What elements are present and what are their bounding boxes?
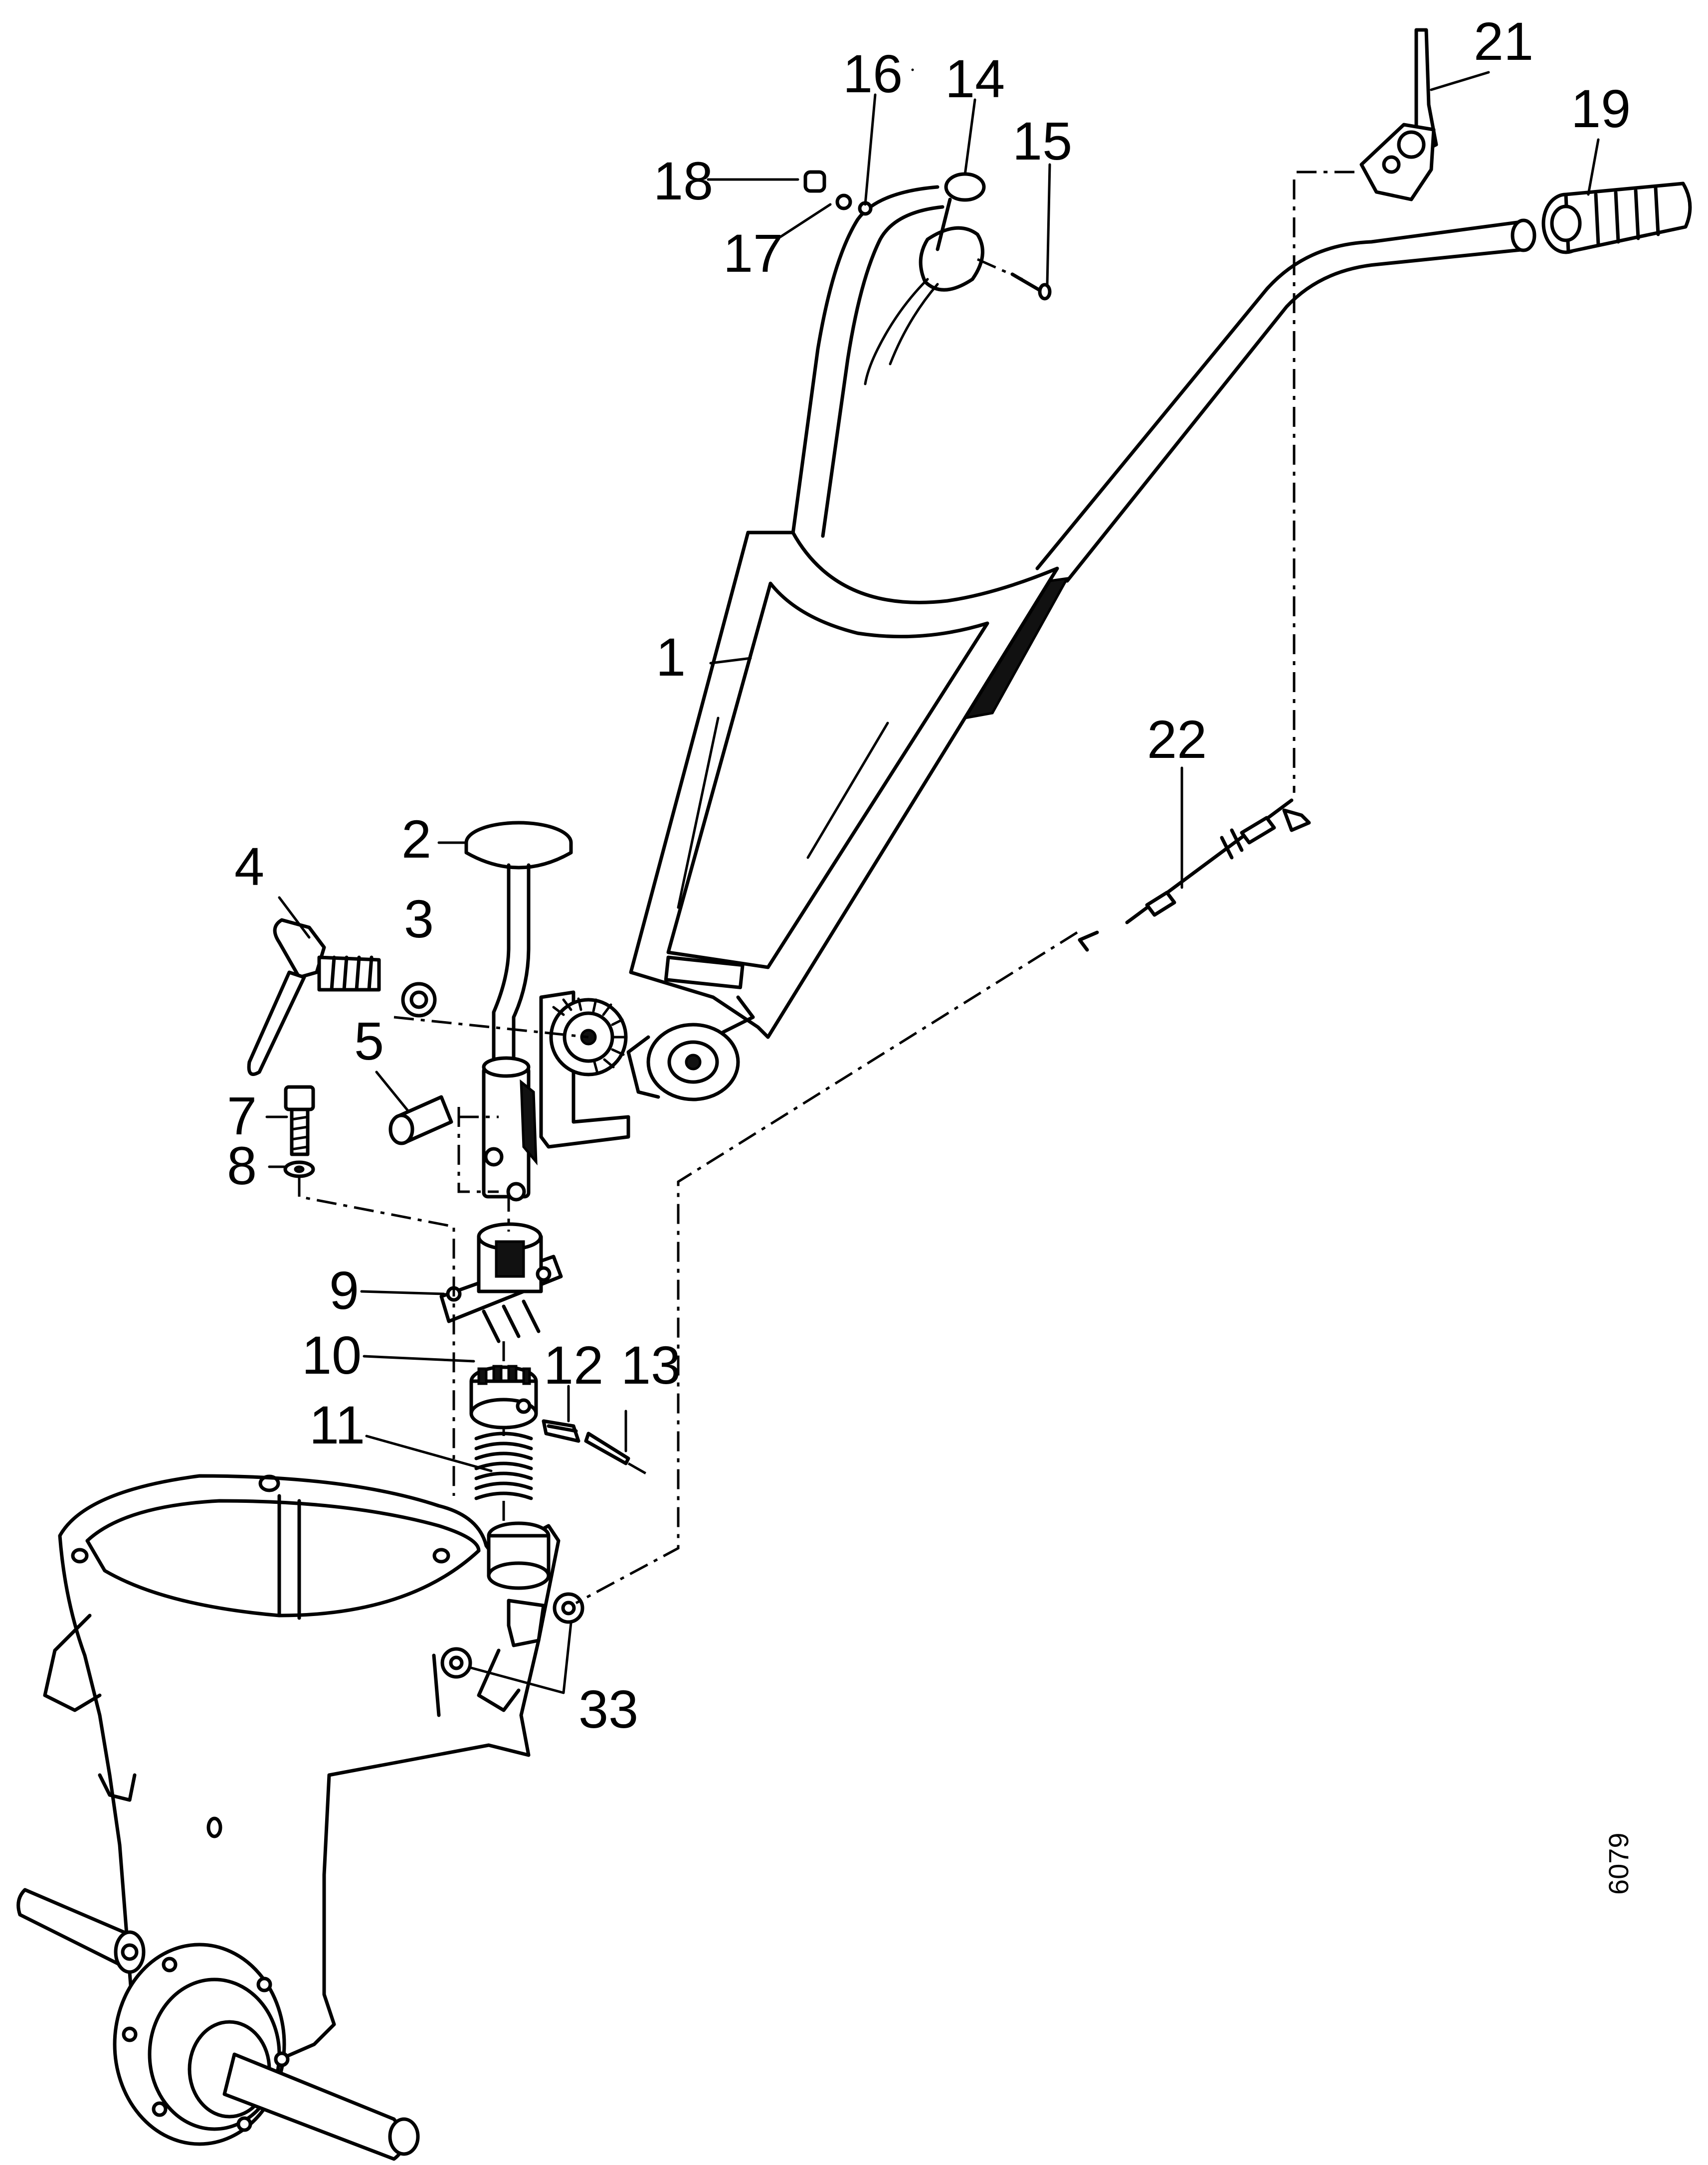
pin-5 bbox=[388, 1095, 453, 1145]
callout-7: 7 bbox=[227, 1085, 257, 1146]
washer-3 bbox=[401, 982, 437, 1018]
gearbox-housing bbox=[16, 1474, 561, 2161]
ratchet-bracket bbox=[539, 990, 630, 1149]
bolt-7 bbox=[284, 1085, 315, 1156]
clamp-lever bbox=[247, 918, 381, 1076]
handle-bar bbox=[626, 185, 1536, 1101]
spring-11 bbox=[474, 1432, 533, 1500]
leader-lines bbox=[265, 71, 1600, 1694]
clutch-lever bbox=[1359, 28, 1438, 201]
callout-11: 11 bbox=[309, 1395, 365, 1455]
callout-33: 33 bbox=[578, 1679, 638, 1739]
throttle-lever-assembly bbox=[803, 68, 1052, 385]
frame-hub bbox=[626, 995, 755, 1101]
cotter-pin-13 bbox=[584, 1432, 630, 1465]
callout-9: 9 bbox=[329, 1260, 359, 1320]
callout-15: 15 bbox=[1012, 111, 1072, 171]
callout-13: 13 bbox=[621, 1335, 681, 1395]
callout-14: 14 bbox=[945, 48, 1005, 109]
callout-4: 4 bbox=[234, 836, 264, 897]
control-cable bbox=[1078, 798, 1311, 952]
castle-nut-10 bbox=[469, 1365, 538, 1430]
callout-16: 16 bbox=[843, 43, 903, 104]
lock-nut-33 bbox=[440, 1592, 584, 1679]
drawing-number: 6079 bbox=[1603, 1832, 1634, 1895]
washer-8 bbox=[283, 1160, 315, 1178]
callout-1: 1 bbox=[656, 627, 686, 687]
callout-labels: 1 2 3 4 5 7 8 9 10 11 12 13 14 15 16 17 … bbox=[227, 11, 1634, 1895]
callout-21: 21 bbox=[1474, 11, 1533, 71]
callout-18: 18 bbox=[653, 151, 713, 211]
callout-19: 19 bbox=[1571, 78, 1631, 139]
callout-2: 2 bbox=[401, 809, 431, 869]
roll-pin-12 bbox=[542, 1419, 580, 1443]
callout-3: 3 bbox=[404, 889, 434, 949]
coupling-plate-9 bbox=[439, 1222, 563, 1343]
callout-17: 17 bbox=[723, 223, 783, 283]
callout-8: 8 bbox=[227, 1135, 257, 1196]
handle-grip bbox=[1541, 181, 1692, 254]
adjust-knob-rod bbox=[464, 821, 573, 1202]
callout-22: 22 bbox=[1147, 709, 1207, 769]
callout-12: 12 bbox=[544, 1335, 603, 1395]
callout-10: 10 bbox=[302, 1325, 362, 1385]
callout-5: 5 bbox=[354, 1011, 384, 1071]
